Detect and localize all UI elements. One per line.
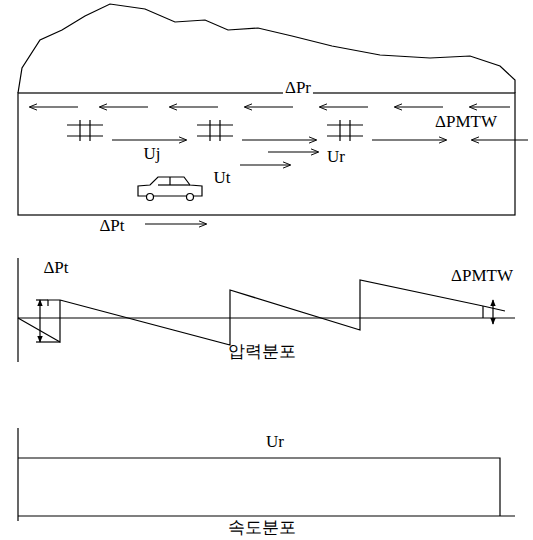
car-symbol (138, 177, 202, 201)
axis-caption: 속도분포 (226, 519, 298, 538)
pressure-label: ΔPMTW (433, 113, 499, 132)
velocity-label: Ut (212, 169, 233, 188)
dimension-label: ΔPMTW (449, 267, 515, 286)
velocity-label: Ur (325, 148, 347, 167)
dimension-arrows (40, 300, 493, 342)
pressure-label: ΔPr (283, 79, 313, 98)
velocity-chart (18, 428, 515, 521)
mountain-outline (18, 4, 515, 93)
tunnel-box (18, 93, 515, 215)
jet-arrows (112, 140, 528, 224)
dimension-label: ΔPt (41, 259, 70, 278)
dimension-tick (36, 299, 48, 300)
velocity-label: Uj (142, 145, 163, 164)
velocity-label: Ur (264, 433, 286, 452)
pressure-chart (18, 258, 515, 362)
jet-fan-symbol (67, 120, 363, 141)
pressure-label: ΔPt (97, 217, 126, 236)
axis-caption: 압력분포 (226, 343, 298, 362)
resistance-arrows (30, 106, 510, 107)
dimension-tick (36, 341, 60, 342)
